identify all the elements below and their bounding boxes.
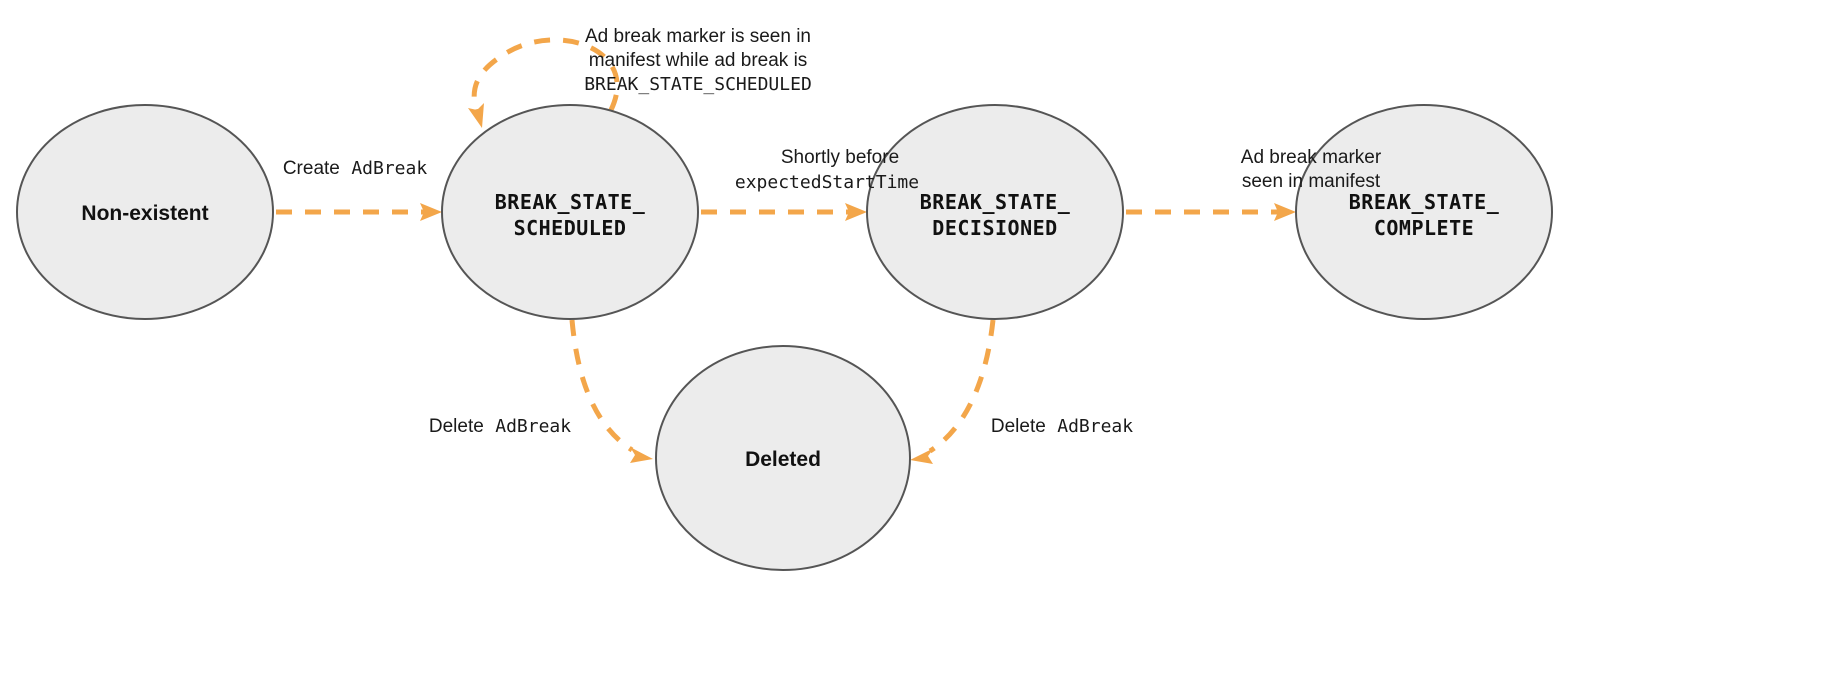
- node-break-state-decisioned-shape[interactable]: [866, 104, 1124, 320]
- edge-label-create-mono: AdBreak: [351, 158, 427, 179]
- edge-label-shortly-before-line2: expectedStartTime: [735, 172, 919, 193]
- edge-scheduled-to-deleted: [569, 319, 653, 463]
- edge-label-decisioned-to-complete: Ad break marker seen in manifest: [1241, 147, 1382, 192]
- edge-label-create-adbreak-text: Create AdBreak: [283, 158, 428, 179]
- node-non-existent-label: Non-existent: [81, 202, 208, 225]
- edge-scheduled-to-decisioned: [701, 203, 867, 221]
- edge-scheduled-to-deleted-arrowhead: [630, 447, 653, 463]
- node-deleted-shape[interactable]: [655, 345, 911, 571]
- edge-label-delete-right-sans: Delete: [991, 416, 1046, 437]
- edge-decisioned-to-complete: [1126, 203, 1296, 221]
- node-break-state-complete-shape[interactable]: [1295, 104, 1553, 320]
- edge-label-self-loop: Ad break marker is seen in manifest whil…: [584, 26, 812, 95]
- edge-scheduled-to-decisioned-arrowhead: [845, 203, 867, 221]
- edge-label-delete-left-mono: AdBreak: [495, 416, 571, 437]
- edge-label-delete-right-text: Delete AdBreak: [991, 416, 1133, 437]
- node-deleted-label: Deleted: [745, 448, 821, 471]
- edge-label-scheduled-to-deleted: Delete AdBreak: [429, 416, 571, 437]
- edge-label-marker-seen-line2: seen in manifest: [1242, 171, 1381, 192]
- edge-decisioned-to-complete-arrowhead: [1274, 203, 1296, 221]
- node-break-state-decisioned-label-line2: DECISIONED: [932, 216, 1057, 240]
- edge-label-scheduled-to-decisioned: Shortly before expectedStartTime: [735, 147, 919, 193]
- edge-label-shortly-before-line1: Shortly before: [781, 147, 899, 168]
- node-break-state-decisioned-label-line1: BREAK_STATE_: [920, 190, 1071, 214]
- edge-self-loop-scheduled-arrowhead: [468, 103, 484, 128]
- node-break-state-complete-label-line1: BREAK_STATE_: [1349, 190, 1500, 214]
- node-non-existent[interactable]: Non-existent: [16, 104, 274, 320]
- edge-decisioned-to-deleted: [910, 319, 996, 464]
- edge-label-decisioned-to-deleted: Delete AdBreak: [991, 416, 1133, 437]
- edge-label-delete-left-sans: Delete: [429, 416, 484, 437]
- edge-self-loop-scheduled: [468, 37, 620, 128]
- edge-label-delete-right-mono: AdBreak: [1057, 416, 1133, 437]
- edge-label-self-loop-line2: manifest while ad break is: [589, 50, 808, 71]
- node-non-existent-shape[interactable]: [16, 104, 274, 320]
- node-break-state-scheduled[interactable]: BREAK_STATE_ SCHEDULED: [441, 104, 699, 320]
- node-break-state-scheduled-shape[interactable]: [441, 104, 699, 320]
- node-break-state-complete-label-line2: COMPLETE: [1374, 216, 1474, 240]
- node-break-state-scheduled-label-line1: BREAK_STATE_: [495, 190, 646, 214]
- edge-label-self-loop-line3: BREAK_STATE_SCHEDULED: [584, 74, 812, 95]
- edge-label-delete-left-text: Delete AdBreak: [429, 416, 571, 437]
- edge-label-create-sans: Create: [283, 158, 340, 179]
- edge-scheduled-to-deleted-path: [569, 319, 634, 453]
- edge-self-loop-scheduled-path: [471, 37, 620, 119]
- edge-create-adbreak-arrowhead: [420, 203, 442, 221]
- node-deleted[interactable]: Deleted: [655, 345, 911, 571]
- edge-label-create-adbreak: Create AdBreak: [283, 158, 428, 179]
- edge-decisioned-to-deleted-path: [928, 319, 996, 454]
- node-break-state-complete[interactable]: BREAK_STATE_ COMPLETE: [1295, 104, 1553, 320]
- node-break-state-decisioned[interactable]: BREAK_STATE_ DECISIONED: [866, 104, 1124, 320]
- edge-label-self-loop-line1: Ad break marker is seen in: [585, 26, 811, 47]
- edge-label-marker-seen-line1: Ad break marker: [1241, 147, 1382, 168]
- edge-create-adbreak: [276, 203, 442, 221]
- node-break-state-scheduled-label-line2: SCHEDULED: [514, 216, 627, 240]
- edge-decisioned-to-deleted-arrowhead: [910, 448, 934, 464]
